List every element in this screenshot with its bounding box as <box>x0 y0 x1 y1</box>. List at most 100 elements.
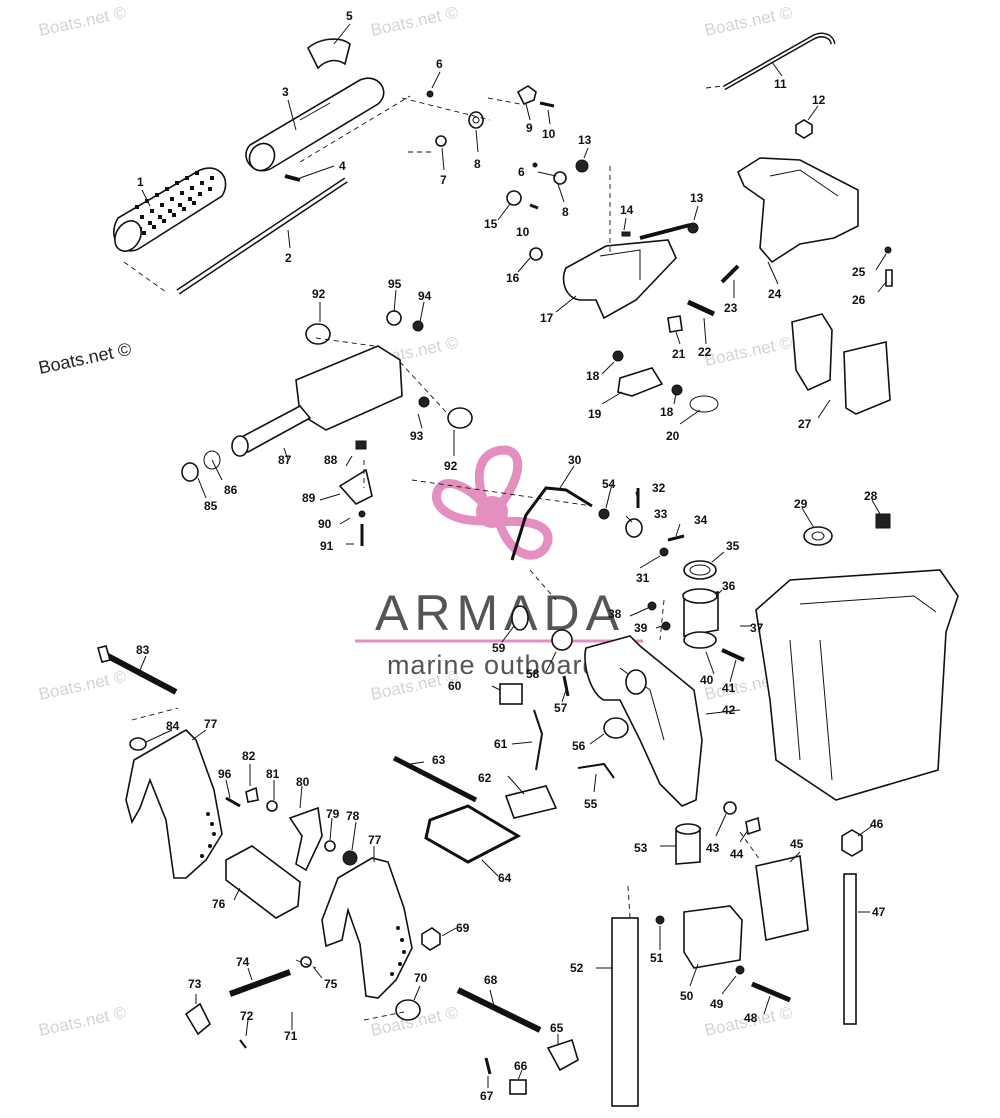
callout-label: 61 <box>494 737 508 751</box>
steering-bracket <box>562 223 691 320</box>
callout-label: 69 <box>456 921 470 935</box>
watermark: Boats.net © <box>703 3 795 40</box>
callout-label: 96 <box>218 767 232 781</box>
callout-label: 47 <box>872 905 886 919</box>
callout-label: 40 <box>700 673 714 687</box>
pin <box>284 174 301 182</box>
callout-label: 27 <box>798 417 812 431</box>
callout-label: 59 <box>492 641 506 655</box>
parts <box>97 32 959 1107</box>
callout-label: 12 <box>812 93 826 107</box>
callout-label: 53 <box>634 841 648 855</box>
brand-name: ARMADA <box>375 585 625 641</box>
callout-label: 83 <box>136 643 150 657</box>
callout-label: 52 <box>570 961 584 975</box>
callout-label: 44 <box>730 847 744 861</box>
collar <box>307 38 351 70</box>
callout-label: 13 <box>578 133 592 147</box>
callout-label: 9 <box>526 121 533 135</box>
callout-label: 88 <box>324 453 338 467</box>
callout-label: 3 <box>282 85 289 99</box>
callout-label: 77 <box>204 717 218 731</box>
callout-label: 1 <box>137 175 144 189</box>
watermark: Boats.net © <box>703 333 795 370</box>
watermark-main: Boats.net © <box>37 339 133 378</box>
callout-label: 70 <box>414 971 428 985</box>
transom-bracket-left <box>125 729 223 879</box>
callout-label: 94 <box>418 289 432 303</box>
callout-label: 7 <box>440 173 447 187</box>
washer <box>468 111 484 129</box>
callout-label: 28 <box>864 489 878 503</box>
callout-label: 34 <box>694 513 708 527</box>
throttle-shaft <box>176 177 348 295</box>
callout-label: 60 <box>448 679 462 693</box>
exhaust-housing <box>755 569 959 801</box>
callout-label: 79 <box>326 807 340 821</box>
callout-label: 21 <box>672 347 686 361</box>
callout-label: 78 <box>346 809 360 823</box>
callout-label: 72 <box>240 1009 254 1023</box>
callout-label: 51 <box>650 951 664 965</box>
callout-label: 41 <box>722 681 736 695</box>
leader-lines <box>139 23 887 1088</box>
watermark: Boats.net © <box>37 3 129 40</box>
callout-label: 48 <box>744 1011 758 1025</box>
callout-label: 14 <box>620 203 634 217</box>
callout-label: 81 <box>266 767 280 781</box>
callout-label: 46 <box>870 817 884 831</box>
brand-logo: ARMADA marine outboards <box>355 445 643 680</box>
callout-label: 10 <box>516 225 530 239</box>
callout-label: 24 <box>768 287 782 301</box>
callout-label: 49 <box>710 997 724 1011</box>
callout-label: 6 <box>436 57 443 71</box>
callout-label: 58 <box>526 667 540 681</box>
callout-label: 37 <box>750 621 764 635</box>
callout-label: 23 <box>724 301 738 315</box>
callout-label: 29 <box>794 497 808 511</box>
callout-label: 5 <box>346 9 353 23</box>
callout-label: 92 <box>312 287 326 301</box>
callout-label: 43 <box>706 841 720 855</box>
callout-label: 68 <box>484 973 498 987</box>
callout-label: 63 <box>432 753 446 767</box>
callout-label: 93 <box>410 429 424 443</box>
tiller-grip <box>113 167 227 252</box>
callout-label: 76 <box>212 897 226 911</box>
throttle-tube <box>245 77 385 172</box>
callout-label: 55 <box>584 797 598 811</box>
watermarks: Boats.net © Boats.net © Boats.net © Boat… <box>37 3 795 1040</box>
callout-label: 26 <box>852 293 866 307</box>
callout-label: 15 <box>484 217 498 231</box>
callout-label: 77 <box>368 833 382 847</box>
callout-label: 31 <box>636 571 650 585</box>
callout-label: 56 <box>572 739 586 753</box>
callout-label: 73 <box>188 977 202 991</box>
callout-label: 11 <box>774 77 787 91</box>
alignment-lines <box>123 85 761 1021</box>
callout-label: 45 <box>790 837 804 851</box>
callout-label: 66 <box>514 1059 528 1073</box>
watermark: Boats.net © <box>37 1003 129 1040</box>
brand-tagline: marine outboards <box>387 650 613 680</box>
callout-label: 32 <box>652 481 666 495</box>
callout-label: 62 <box>478 771 492 785</box>
friction-block <box>516 85 537 106</box>
callout-label: 10 <box>542 127 556 141</box>
callout-label: 50 <box>680 989 694 1003</box>
callout-label: 42 <box>722 703 736 717</box>
callout-label: 64 <box>498 871 512 885</box>
callout-label: 18 <box>586 369 600 383</box>
callout-label: 71 <box>284 1029 298 1043</box>
transom-bracket-right <box>321 857 413 999</box>
callout-label: 19 <box>588 407 602 421</box>
callout-label: 95 <box>388 277 402 291</box>
callout-label: 16 <box>506 271 520 285</box>
callout-label: 82 <box>242 749 256 763</box>
ball <box>426 90 434 98</box>
callout-label: 57 <box>554 701 568 715</box>
swivel-bracket <box>584 635 703 807</box>
callout-label: 91 <box>320 539 334 553</box>
callout-label: 38 <box>608 607 622 621</box>
